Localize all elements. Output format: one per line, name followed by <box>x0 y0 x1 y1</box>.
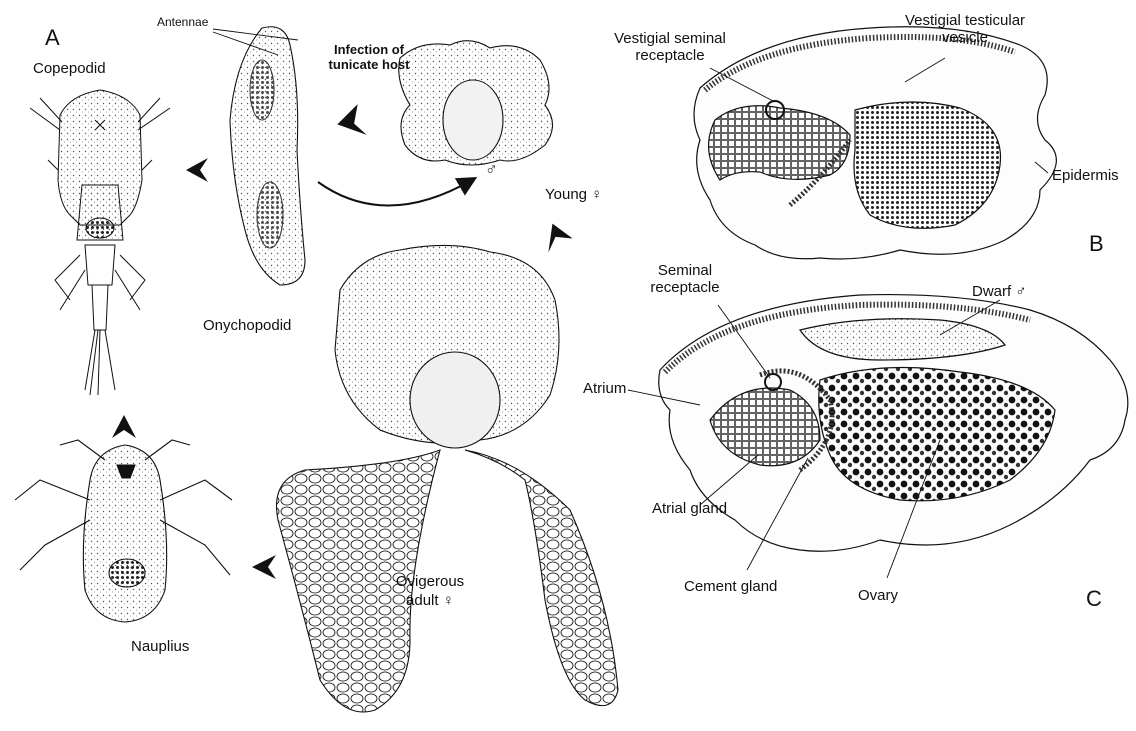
ovigerous-label-line1: Ovigerous <box>382 572 478 591</box>
dwarf-male-label: Dwarf ♂ <box>972 283 1027 300</box>
ovigerous-label-line2: adult ♀ <box>382 591 478 610</box>
section-b-drawing <box>694 27 1056 259</box>
male-symbol: ♂ <box>485 161 498 178</box>
section-c-drawing <box>659 295 1128 552</box>
infection-label-line1: Infection of <box>312 42 426 57</box>
seminal-line2: receptacle <box>640 279 730 296</box>
panel-label-b: B <box>1089 232 1104 256</box>
vestigial-testicular-line2: vesicle <box>890 29 1040 46</box>
antennae-label: Antennae <box>157 15 208 29</box>
vestigial-seminal-line2: receptacle <box>595 47 745 64</box>
young-female-label: Young ♀ <box>545 186 602 203</box>
panel-label-a: A <box>45 26 60 50</box>
infection-arrow <box>318 180 472 206</box>
atrium-label: Atrium <box>583 380 626 397</box>
ovary-label: Ovary <box>858 587 898 604</box>
panel-label-c: C <box>1086 587 1102 611</box>
copepodid-label: Copepodid <box>33 60 106 77</box>
epidermis-label: Epidermis <box>1052 167 1119 184</box>
infection-label-line2: tunicate host <box>312 57 426 72</box>
seminal-receptacle-label: Seminal receptacle <box>640 262 730 296</box>
copepodid-drawing <box>30 90 170 395</box>
ovigerous-adult-label: Ovigerous adult ♀ <box>382 572 478 610</box>
nauplius-label: Nauplius <box>131 638 189 655</box>
ovigerous-adult-drawing <box>277 245 618 712</box>
vestigial-testicular-line1: Vestigial testicular <box>890 12 1040 29</box>
cement-gland-label: Cement gland <box>684 578 777 595</box>
onychopodid-drawing <box>230 27 305 285</box>
nauplius-drawing <box>15 440 232 622</box>
seminal-line1: Seminal <box>640 262 730 279</box>
vestigial-seminal-line1: Vestigial seminal <box>595 30 745 47</box>
onychopodid-label: Onychopodid <box>203 317 291 334</box>
infection-label: Infection of tunicate host <box>312 42 426 72</box>
atrial-gland-label: Atrial gland <box>652 500 727 517</box>
vestigial-testicular-vesicle-label: Vestigial testicular vesicle <box>890 12 1040 46</box>
vestigial-seminal-receptacle-label: Vestigial seminal receptacle <box>595 30 745 64</box>
